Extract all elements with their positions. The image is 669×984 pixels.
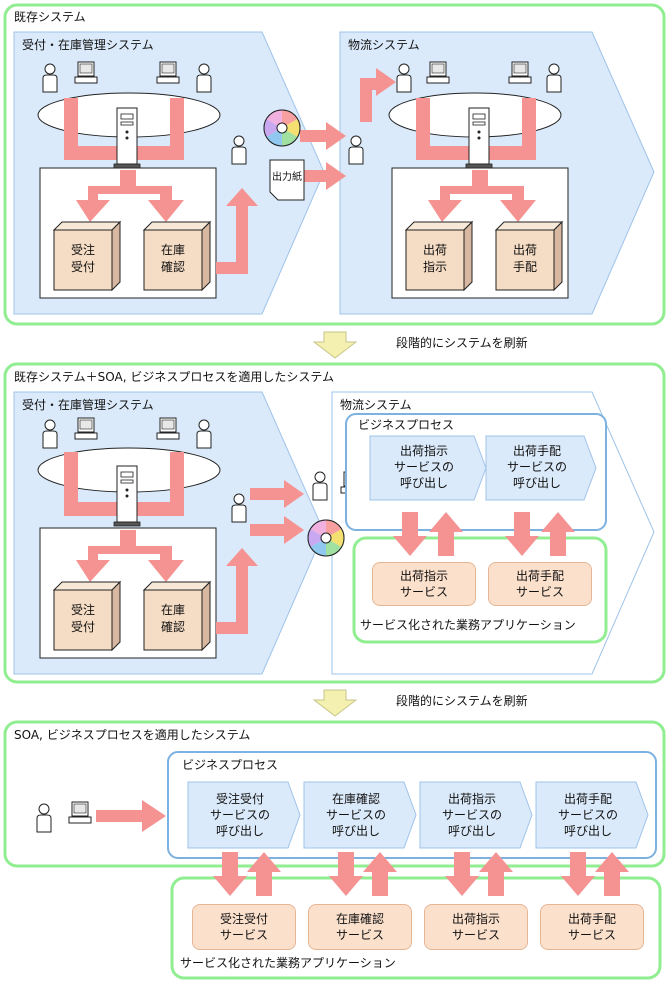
call-ship-instruction-label: 出荷指示サービスの呼び出し (441, 792, 502, 838)
handover-arrow (360, 68, 396, 122)
order-intake-label: 受注受付 (70, 603, 95, 634)
server-icon (465, 107, 493, 169)
transition-label: 段階的にシステムを刷新 (396, 694, 528, 708)
transition-label: 段階的にシステムを刷新 (396, 336, 528, 350)
service-ship-instruction: 出荷指示サービス (424, 904, 528, 950)
stock-check-label: 在庫確認 (160, 603, 185, 634)
process-step-chevron (419, 781, 533, 849)
shipping-instruction-label: 出荷指示 (422, 243, 447, 274)
split-arrow (428, 170, 536, 222)
pc-icon (156, 417, 180, 440)
service-apps-frame (170, 876, 662, 980)
printout-icon (269, 159, 305, 201)
user-icon (42, 63, 58, 93)
call-ship-arrangement-label: 出荷手配サービスの呼び出し (557, 792, 618, 838)
user-icon (312, 471, 328, 501)
service-apps-label: サービス化された業務アプリケーション (360, 618, 576, 632)
transfer-arrow (250, 516, 304, 544)
soa-title: SOA, ビジネスプロセスを適用したシステム (14, 728, 251, 742)
request-arrow (96, 800, 166, 832)
process-step-chevron (369, 435, 487, 501)
order-intake-label: 受注受付 (70, 243, 95, 274)
service-order-intake: 受注受付サービス (192, 904, 296, 950)
call-stock-check-label: 在庫確認サービスの呼び出し (325, 792, 386, 838)
pc-icon (68, 801, 92, 824)
order-system-label: 受付・在庫管理システム (22, 398, 154, 412)
split-arrow (76, 530, 184, 582)
split-arrow (76, 170, 184, 222)
transition-arrow (312, 331, 358, 359)
logistics-system-label: 物流システム (340, 398, 412, 412)
output-arrow (216, 188, 258, 274)
user-icon (546, 63, 562, 93)
box-order-intake (52, 220, 122, 292)
server-icon (113, 107, 141, 169)
order-system-label: 受付・在庫管理システム (22, 38, 154, 52)
user-icon (196, 419, 212, 449)
service-apps-label: サービス化された業務アプリケーション (180, 956, 396, 970)
disc-icon (307, 519, 345, 557)
receiver-person-icon (348, 135, 364, 165)
legacy-title: 既存システム (14, 10, 86, 24)
server-icon (113, 465, 141, 527)
business-process-label: ビジネスプロセス (358, 418, 455, 432)
disc-icon (263, 109, 301, 147)
box-shipping-instruction (404, 220, 474, 292)
box-stock-check (142, 580, 212, 652)
service-ship-arrangement: 出荷手配サービス (540, 904, 644, 950)
logistics-system-label: 物流システム (348, 38, 420, 52)
box-stock-check (142, 220, 212, 292)
user-icon (196, 63, 212, 93)
service-ship-instruction: 出荷指示サービス (372, 562, 476, 606)
service-stock-check: 在庫確認サービス (308, 904, 412, 950)
transition-arrow (312, 689, 358, 717)
pc-icon (156, 61, 180, 84)
user-icon (42, 419, 58, 449)
pc-icon (426, 61, 450, 84)
process-step-chevron (187, 781, 301, 849)
courier-person-icon (231, 493, 247, 523)
courier-person-icon (231, 135, 247, 165)
shipping-arrangement-label: 出荷手配 (512, 243, 537, 274)
printout-label: 出力紙 (272, 172, 302, 183)
user-icon (396, 63, 412, 93)
process-step-chevron (303, 781, 417, 849)
business-process-label: ビジネスプロセス (182, 758, 279, 772)
process-step-chevron (535, 781, 649, 849)
stock-check-label: 在庫確認 (160, 243, 185, 274)
user-icon (36, 803, 52, 833)
transfer-arrow (300, 122, 346, 150)
process-step-chevron (485, 435, 597, 501)
box-shipping-arrangement (494, 220, 564, 292)
hybrid-title: 既存システム＋SOA, ビジネスプロセスを適用したシステム (14, 370, 334, 384)
call-ship-arrangement-label: 出荷手配サービスの呼び出し (506, 444, 567, 490)
box-order-intake (52, 580, 122, 652)
pc-icon (74, 417, 98, 440)
service-ship-arrangement: 出荷手配サービス (488, 562, 592, 606)
transfer-arrow (300, 162, 346, 190)
call-order-intake-label: 受注受付サービスの呼び出し (209, 792, 270, 838)
output-arrow (216, 548, 258, 634)
transfer-arrow (250, 480, 304, 508)
pc-icon (508, 61, 532, 84)
pc-icon (74, 61, 98, 84)
call-ship-instruction-label: 出荷指示サービスの呼び出し (393, 444, 454, 490)
